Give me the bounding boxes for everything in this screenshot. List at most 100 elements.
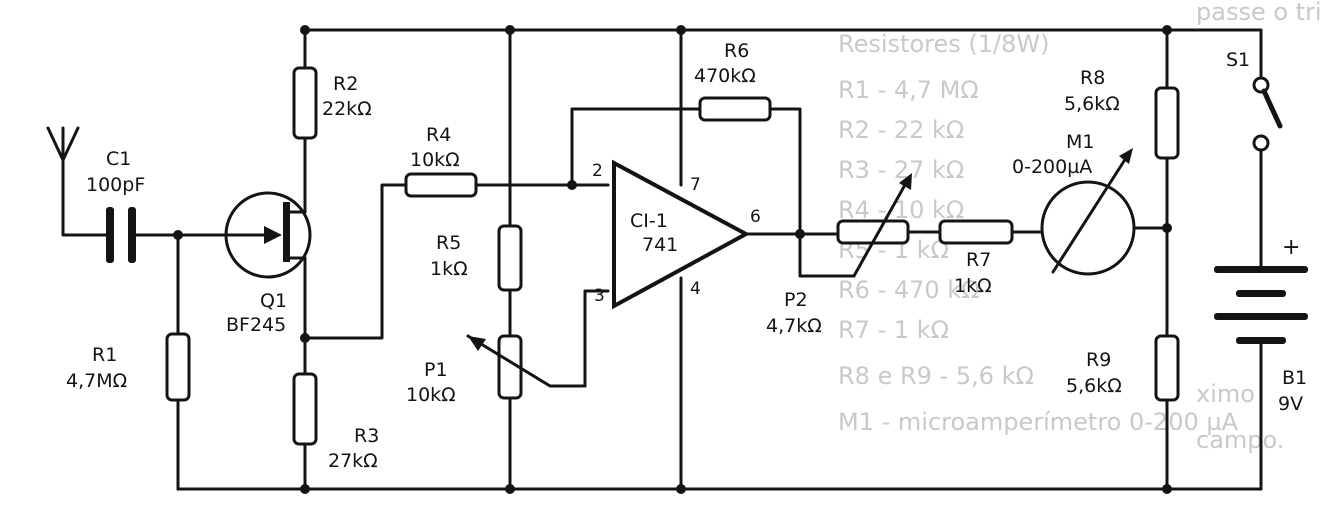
- p1-wiper-to-noninv-wire: [583, 289, 610, 388]
- r4-ref: R4: [426, 124, 451, 146]
- pin-label: 7: [690, 175, 701, 195]
- switch-lever: [1261, 88, 1283, 129]
- ic1-ref: CI-1: [630, 210, 668, 232]
- resistor-r6: R6 470kΩ: [694, 40, 772, 122]
- battery-b1: + B1 9V: [1214, 235, 1308, 415]
- r7-value: 1kΩ: [954, 275, 992, 297]
- opamp-triangle: [612, 159, 751, 310]
- potentiometer-p1: P1 10kΩ: [406, 334, 587, 406]
- junction-dot: [1162, 484, 1172, 494]
- bleed-line: R1 - 4,7 MΩ: [838, 76, 979, 104]
- switch-contact: [1252, 76, 1270, 94]
- r1-ref: R1: [92, 344, 117, 366]
- b1-ref: B1: [1282, 367, 1307, 389]
- bleed-line: R7 - 1 kΩ: [838, 316, 949, 344]
- p2-ref: P2: [784, 289, 808, 311]
- p1-value: 10kΩ: [406, 384, 456, 406]
- battery-plus-sign: +: [1282, 235, 1300, 260]
- meter-dial: [1040, 180, 1136, 276]
- resistor-body: [1154, 334, 1180, 402]
- resistor-body: [292, 372, 318, 446]
- resistor-r3: R3 27kΩ: [292, 372, 379, 472]
- battery-plate: [1236, 337, 1286, 344]
- r6-ref: R6: [724, 40, 749, 62]
- junction-dot: [567, 180, 577, 190]
- r2-ref: R2: [333, 73, 358, 95]
- jfet-drain-source-leads: [288, 210, 307, 260]
- resistor-r8: R8 5,6kΩ: [1064, 67, 1180, 160]
- junction-dot: [300, 484, 310, 494]
- resistor-body: [165, 332, 191, 402]
- junction-dot: [1162, 223, 1172, 233]
- bleed-line: R3 - 27 kΩ: [838, 156, 964, 184]
- p1-wiper-line: [466, 334, 587, 388]
- battery-plate: [1236, 290, 1286, 297]
- q1-ref: Q1: [260, 290, 287, 312]
- r3-ref: R3: [354, 425, 379, 447]
- resistor-r4: R4 10kΩ: [404, 124, 478, 198]
- junction-dot: [676, 25, 686, 35]
- r9-value: 5,6kΩ: [1066, 375, 1122, 397]
- p1-ref: P1: [424, 359, 448, 381]
- bleed-line: passe o triq: [1196, 0, 1320, 26]
- pin-label: 3: [594, 286, 605, 306]
- resistor-r2: R2 22kΩ: [292, 66, 372, 140]
- b1-value: 9V: [1278, 393, 1303, 415]
- bleed-line: M1 - microamperímetro 0-200 µA: [838, 408, 1239, 436]
- adjust-arrow-icon: [899, 173, 912, 190]
- r1-value: 4,7MΩ: [66, 370, 127, 392]
- junction-dot: [300, 333, 310, 343]
- c1-ref: C1: [106, 148, 131, 170]
- r5-ref: R5: [436, 232, 461, 254]
- p2-wiper-wire: [798, 232, 856, 278]
- capacitor-c1: C1 100pF: [86, 148, 145, 263]
- feedback-right-wire: [768, 107, 802, 236]
- antenna-lead-wire: [61, 158, 110, 237]
- junction-dot: [1162, 25, 1172, 35]
- meter-needle: [1051, 156, 1128, 274]
- bleed-line: R4 - 10 kΩ: [838, 196, 964, 224]
- trimmer-p2: P2 4,7kΩ: [766, 173, 912, 337]
- opamp-ci1: CI-1 741 2 3 7 4 6: [592, 159, 761, 310]
- junction-dot: [300, 25, 310, 35]
- source-to-r4-wire: [303, 183, 408, 340]
- resistor-r9: R9 5,6kΩ: [1066, 334, 1180, 402]
- resistor-body: [404, 172, 478, 198]
- feedback-left-wire: [570, 107, 702, 187]
- bleed-line: R2 - 22 kΩ: [838, 116, 964, 144]
- resistor-r7: R7 1kΩ: [938, 219, 1014, 297]
- s1-ref: S1: [1226, 49, 1250, 71]
- p2-value: 4,7kΩ: [766, 315, 822, 337]
- jfet-channel: [283, 202, 290, 262]
- pin-label: 4: [690, 279, 701, 299]
- wiper-arrow-icon: [468, 336, 486, 351]
- resistor-body: [1154, 86, 1180, 160]
- r5-value: 1kΩ: [430, 258, 468, 280]
- resistor-body: [497, 224, 523, 292]
- bleed-line: campo.: [1196, 426, 1284, 454]
- r4-value: 10kΩ: [410, 149, 460, 171]
- junction-dot: [505, 25, 515, 35]
- m1-ref: M1: [1066, 131, 1094, 153]
- meter-m1: M1 0-200µA: [1012, 131, 1136, 276]
- resistor-body: [292, 66, 318, 140]
- bleed-through-text: passe o triq Resistores (1/8W) R1 - 4,7 …: [838, 0, 1320, 454]
- resistor-r5: R5 1kΩ: [430, 224, 523, 292]
- m1-value: 0-200µA: [1012, 156, 1092, 178]
- bleed-line: Resistores (1/8W): [838, 30, 1049, 58]
- transistor-q1: Q1 BF245: [224, 191, 312, 336]
- r2-value: 22kΩ: [322, 98, 372, 120]
- gate-arrow-icon: [264, 226, 282, 244]
- c1-value: 100pF: [86, 174, 145, 196]
- wires: [61, 28, 1263, 491]
- r9-ref: R9: [1086, 349, 1111, 371]
- r3-value: 27kΩ: [328, 450, 378, 472]
- capacitor-plate: [106, 207, 114, 263]
- resistor-r1: R1 4,7MΩ: [66, 332, 191, 402]
- switch-contact: [1252, 134, 1270, 152]
- bleed-line: ximo: [1196, 380, 1255, 408]
- resistor-body: [938, 219, 1014, 245]
- junction-dot: [173, 230, 183, 240]
- junction-dot: [676, 484, 686, 494]
- switch-s1: S1: [1226, 49, 1283, 152]
